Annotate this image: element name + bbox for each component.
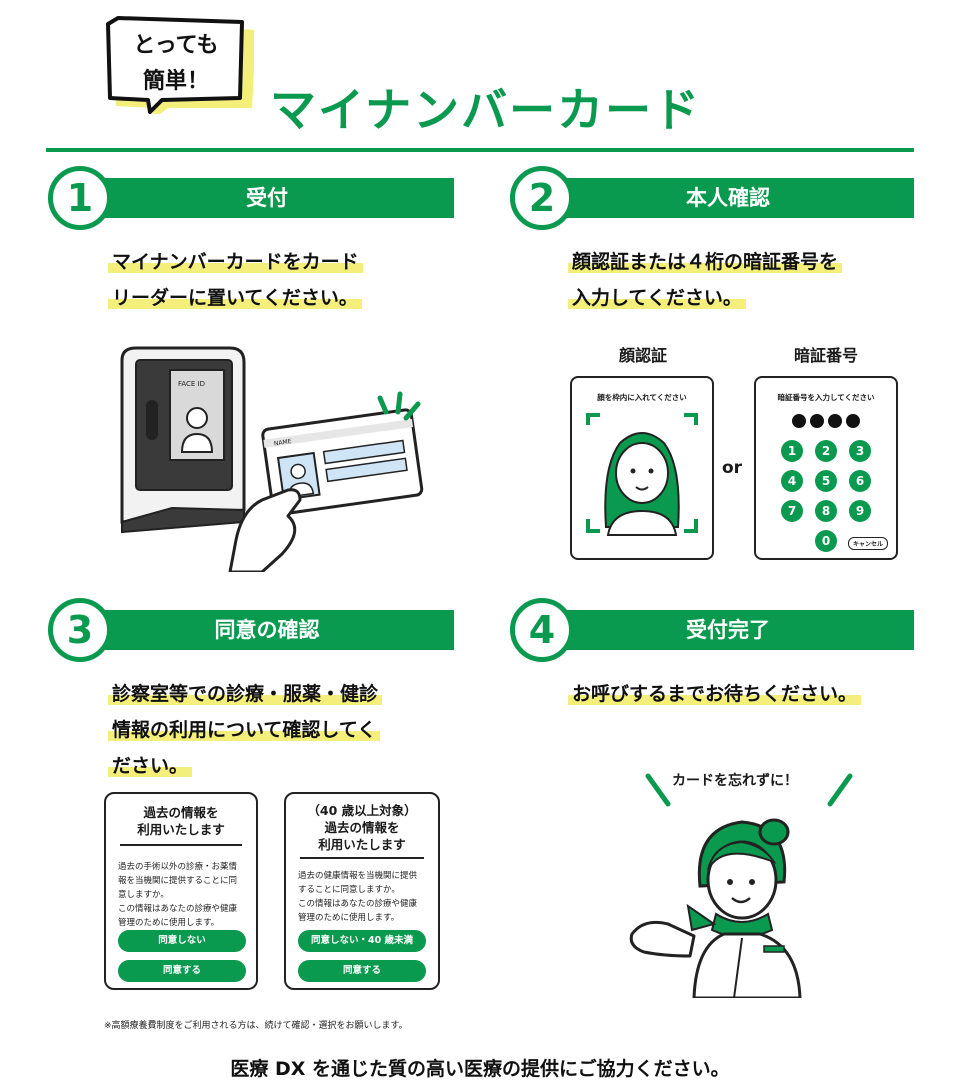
cancel-key[interactable]: キャンセル bbox=[847, 537, 888, 550]
card-name-label: NAME bbox=[274, 438, 293, 447]
pin-dot bbox=[828, 414, 842, 428]
step-2-description: 顔認証または４桁の暗証番号を 入力してください。 bbox=[568, 244, 843, 316]
consent-card-2-body: 過去の健康情報を当機関に提供 することに同意しますか。 この情報はあなたの診療や… bbox=[298, 869, 426, 925]
step-3-number: 3 bbox=[48, 598, 112, 662]
consent-card-1-title-line-1: 過去の情報を bbox=[143, 805, 219, 820]
bubble-line-2: 簡単！ bbox=[142, 69, 209, 94]
step-4-title: 受付完了 bbox=[686, 618, 770, 642]
consent-card-1-body-line: この情報はあなたの診療や健康 bbox=[118, 904, 238, 914]
step-4-bar: 受付完了 bbox=[542, 610, 914, 650]
face-id-label: FACE ID bbox=[178, 380, 205, 388]
key-2[interactable]: 2 bbox=[815, 440, 837, 462]
step-1-desc-line-1: マイナンバーカードをカード bbox=[108, 251, 363, 273]
step-1-desc-line-2: リーダーに置いてください。 bbox=[108, 287, 362, 309]
page-title: マイナンバーカード bbox=[270, 83, 702, 137]
step-3-desc-line-1: 診察室等での診療・服薬・健診 bbox=[108, 683, 383, 705]
agree-button-1[interactable]: 同意する bbox=[118, 960, 246, 982]
step-1-title: 受付 bbox=[246, 186, 288, 210]
step-1-number: 1 bbox=[48, 166, 112, 230]
step-3-desc-line-3: ださい。 bbox=[108, 755, 193, 777]
footer-message: 医療 DX を通じた質の高い医療の提供にご協力ください。 bbox=[230, 1058, 730, 1080]
high-cost-note: ※高額療養費制度をご利用される方は、続けて確認・選択をお願いします。 bbox=[104, 1021, 408, 1031]
step-2-number: 2 bbox=[510, 166, 574, 230]
step-4-number: 4 bbox=[510, 598, 574, 662]
pin-dots bbox=[756, 413, 896, 432]
consent-card-2-title-line-2: 過去の情報を bbox=[324, 820, 400, 835]
receptionist-illustration bbox=[629, 818, 802, 998]
key-0[interactable]: 0 bbox=[815, 530, 837, 552]
key-1[interactable]: 1 bbox=[781, 440, 803, 462]
speech-bubble bbox=[106, 16, 254, 114]
key-6[interactable]: 6 bbox=[849, 470, 871, 492]
key-3[interactable]: 3 bbox=[849, 440, 871, 462]
pin-dot bbox=[810, 414, 824, 428]
consent-card-1: 過去の情報を 利用いたします 過去の手術以外の診療・お薬情 報を当機関に提供する… bbox=[104, 792, 258, 990]
step-4-desc-line-1: お呼びするまでお待ちください。 bbox=[568, 683, 862, 705]
face-auth-screen: 顔を枠内に入れてください bbox=[570, 376, 714, 560]
reminder-lines bbox=[645, 773, 853, 807]
consent-card-2-body-line: 管理のために使用します。 bbox=[298, 913, 400, 923]
disagree-under40-button[interactable]: 同意しない・40 歳未満 bbox=[298, 930, 426, 952]
key-5[interactable]: 5 bbox=[815, 470, 837, 492]
consent-card-1-title: 過去の情報を 利用いたします bbox=[106, 804, 256, 838]
key-4[interactable]: 4 bbox=[781, 470, 803, 492]
card-reader-illustration: FACE ID NAME bbox=[120, 346, 424, 572]
reminder-callout: カードを忘れずに！ bbox=[672, 773, 798, 789]
step-1-description: マイナンバーカードをカード リーダーに置いてください。 bbox=[108, 244, 363, 316]
face-auth-label: 顔認証 bbox=[618, 346, 667, 365]
keypad: 1 2 3 4 5 6 7 8 9 0 bbox=[756, 440, 896, 552]
pin-dot bbox=[846, 414, 860, 428]
consent-card-1-body-line: 意しますか。 bbox=[118, 890, 169, 900]
step-2-title: 本人確認 bbox=[686, 186, 770, 210]
step-3-title: 同意の確認 bbox=[214, 618, 320, 642]
or-label: or bbox=[722, 458, 743, 478]
consent-card-2-title-line-3: 利用いたします bbox=[318, 837, 406, 852]
bubble-line-1: とっても bbox=[133, 33, 219, 58]
bubble-text: とっても 簡単！ bbox=[116, 28, 236, 100]
key-7[interactable]: 7 bbox=[781, 500, 803, 522]
pin-label: 暗証番号 bbox=[793, 346, 858, 365]
step-2-desc-line-2: 入力してください。 bbox=[568, 287, 746, 309]
consent-card-2-title-line-1: （40 歳以上対象） bbox=[307, 803, 417, 818]
consent-card-2-divider bbox=[300, 857, 424, 859]
step-2-desc-line-1: 顔認証または４桁の暗証番号を bbox=[568, 251, 843, 273]
step-3-description: 診察室等での診療・服薬・健診 情報の利用について確認してく ださい。 bbox=[108, 676, 383, 784]
disagree-button-1[interactable]: 同意しない bbox=[118, 930, 246, 952]
step-3-bar: 同意の確認 bbox=[80, 610, 454, 650]
consent-card-2: （40 歳以上対象） 過去の情報を 利用いたします 過去の健康情報を当機関に提供… bbox=[284, 792, 440, 990]
face-frame-icon bbox=[586, 413, 698, 536]
consent-card-1-body-line: 報を当機関に提供することに同 bbox=[118, 876, 238, 886]
consent-card-1-body-line: 管理のために使用します。 bbox=[118, 918, 220, 928]
title-divider bbox=[46, 148, 914, 152]
step-1-bar: 受付 bbox=[80, 178, 454, 218]
consent-card-2-body-line: この情報はあなたの診療や健康 bbox=[298, 899, 418, 909]
consent-card-2-title: （40 歳以上対象） 過去の情報を 利用いたします bbox=[286, 802, 438, 853]
agree-button-2[interactable]: 同意する bbox=[298, 960, 426, 982]
step-3-desc-line-2: 情報の利用について確認してく bbox=[108, 719, 381, 741]
key-8[interactable]: 8 bbox=[815, 500, 837, 522]
consent-card-1-title-line-2: 利用いたします bbox=[137, 822, 225, 837]
face-screen-text: 顔を枠内に入れてください bbox=[597, 393, 687, 402]
consent-card-2-body-line: 過去の健康情報を当機関に提供 bbox=[298, 871, 418, 881]
consent-card-1-divider bbox=[120, 844, 242, 846]
pin-dot bbox=[792, 414, 806, 428]
step-4-description: お呼びするまでお待ちください。 bbox=[568, 676, 862, 712]
consent-card-1-body: 過去の手術以外の診療・お薬情 報を当機関に提供することに同 意しますか。 この情… bbox=[118, 860, 244, 930]
step-2-bar: 本人確認 bbox=[542, 178, 914, 218]
key-9[interactable]: 9 bbox=[849, 500, 871, 522]
pin-screen: 暗証番号を入力してください 1 2 3 4 5 6 7 8 9 0 キャンセル bbox=[754, 376, 898, 560]
consent-card-2-body-line: することに同意しますか。 bbox=[298, 885, 400, 895]
pin-screen-text: 暗証番号を入力してください bbox=[777, 393, 875, 402]
consent-card-1-body-line: 過去の手術以外の診療・お薬情 bbox=[118, 862, 238, 872]
